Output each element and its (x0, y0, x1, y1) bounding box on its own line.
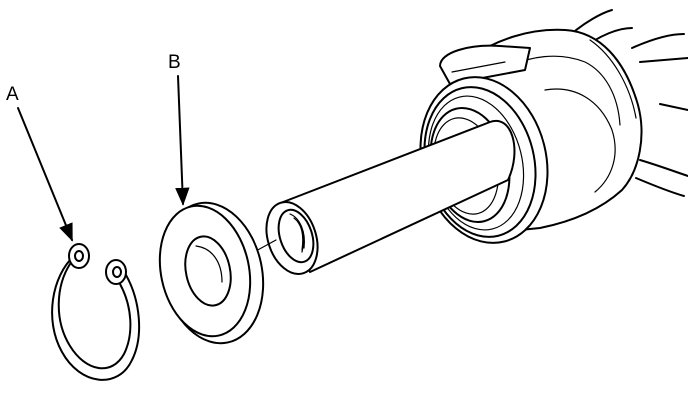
label-b: B (168, 52, 181, 73)
label-a: A (6, 84, 19, 105)
leader-arrow-a (17, 107, 73, 242)
snap-ring (51, 243, 141, 381)
washer (158, 201, 265, 345)
leader-arrow-b (175, 75, 190, 206)
